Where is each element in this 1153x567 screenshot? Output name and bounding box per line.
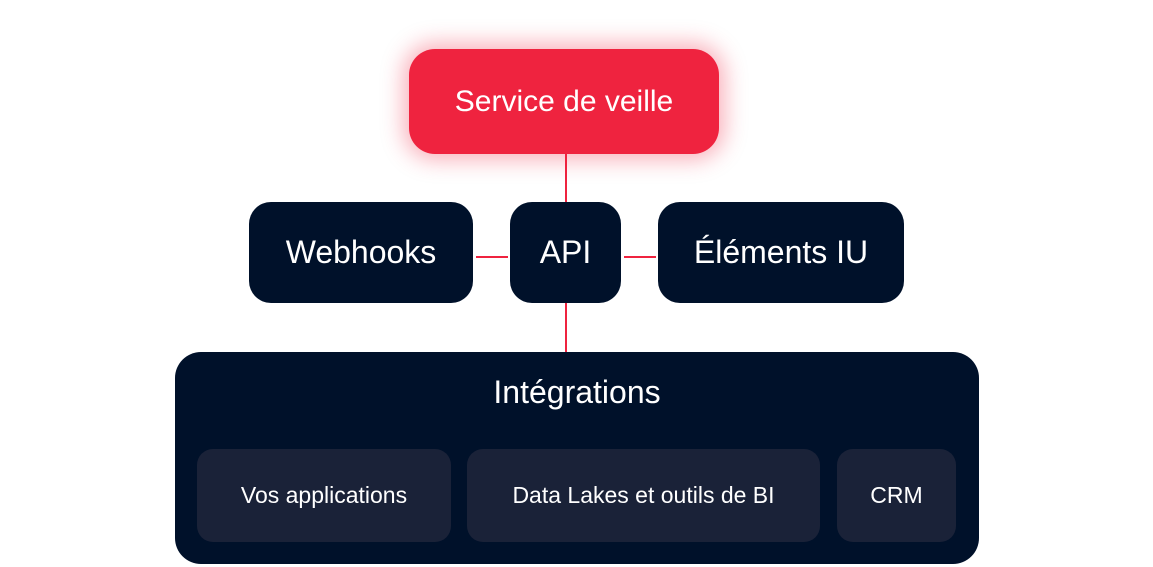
- integration-item-label: CRM: [870, 482, 923, 508]
- ui-elements-node: Éléments IU: [658, 202, 904, 303]
- webhooks-node-label: Webhooks: [285, 234, 437, 270]
- connector-api-integrations: [565, 303, 567, 352]
- integrations-title: Intégrations: [493, 374, 661, 410]
- integration-item-label: Data Lakes et outils de BI: [512, 482, 775, 508]
- integration-item-apps: Vos applications: [197, 449, 451, 542]
- connector-api-ui-elements: [624, 256, 656, 258]
- integration-item-label: Vos applications: [240, 482, 408, 508]
- connector-service-api: [565, 154, 567, 202]
- service-node-label: Service de veille: [454, 84, 674, 118]
- integrations-container: Intégrations Vos applications Data Lakes…: [175, 352, 979, 564]
- ui-elements-node-label: Éléments IU: [693, 234, 869, 270]
- integration-item-crm: CRM: [837, 449, 956, 542]
- api-node-label: API: [539, 234, 592, 270]
- service-node: Service de veille: [409, 49, 719, 154]
- api-node: API: [510, 202, 621, 303]
- webhooks-node: Webhooks: [249, 202, 473, 303]
- connector-webhooks-api: [476, 256, 508, 258]
- integration-item-bi: Data Lakes et outils de BI: [467, 449, 820, 542]
